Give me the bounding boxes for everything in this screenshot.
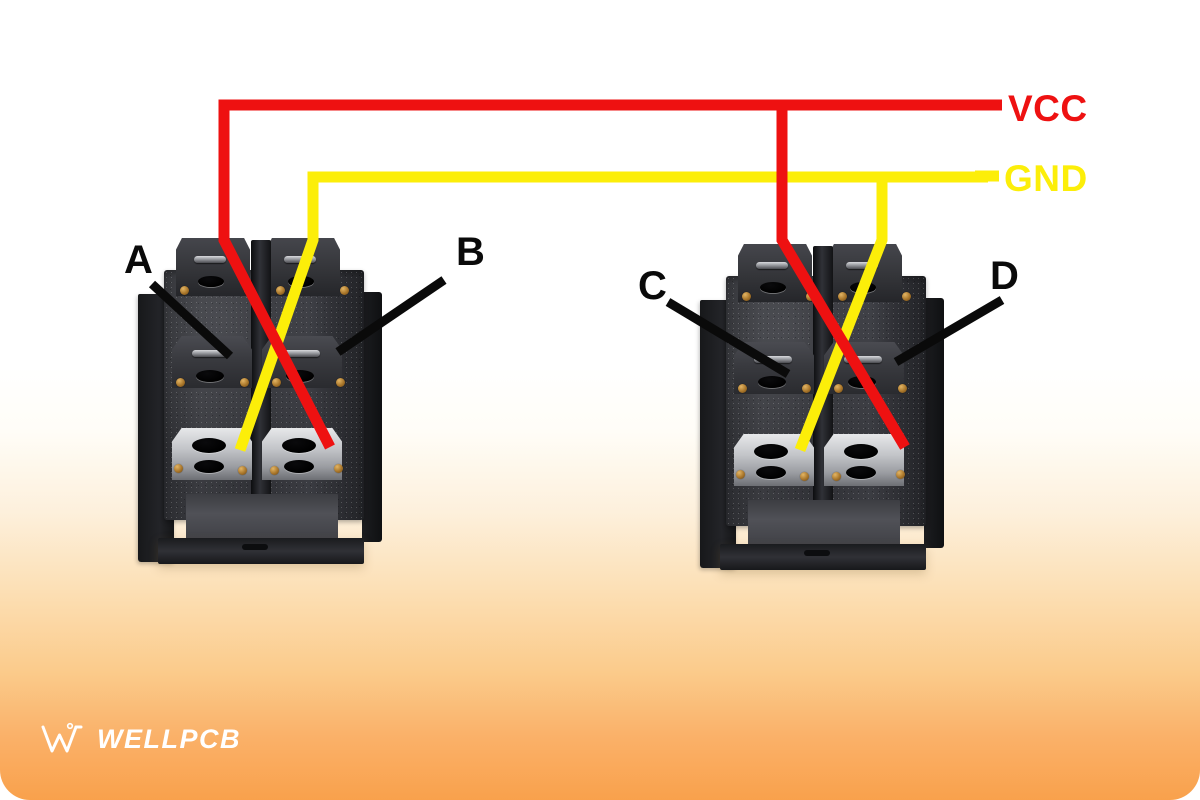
terminal-rivet (240, 378, 249, 387)
terminal-rivet (176, 378, 185, 387)
switch-base-flange (158, 538, 364, 564)
terminal-rivet (340, 286, 349, 295)
switch-base-notch (242, 544, 268, 550)
terminal-rivet (238, 466, 247, 475)
terminal-hole (758, 376, 786, 388)
terminal-hole (196, 370, 224, 382)
callout-line-c (665, 298, 791, 378)
terminal-rivet (272, 378, 281, 387)
terminal-rivet (336, 378, 345, 387)
wellpcb-logo: WELLPCB (40, 722, 241, 756)
terminal-hole (284, 460, 314, 473)
wellpcb-w-mark (41, 722, 83, 753)
terminal-rivet (270, 466, 279, 475)
callout-label-c: C (638, 264, 667, 308)
rail-label-vcc: VCC (1008, 88, 1088, 129)
switch-base-notch (804, 550, 830, 556)
terminal-slot (756, 262, 788, 269)
terminal-rivet (738, 384, 747, 393)
rocker-switch-right (700, 238, 944, 586)
callout-line-d (893, 296, 1005, 366)
terminal-slot (754, 356, 792, 363)
terminal-hole (194, 460, 224, 473)
terminal-hole (198, 276, 224, 287)
terminal-hole (844, 444, 878, 459)
terminal-rivet (802, 384, 811, 393)
terminal-rivet (742, 292, 751, 301)
terminal-rivet (834, 384, 843, 393)
callout-label-a: A (124, 238, 153, 282)
wire-vcc-branch-right (776, 105, 910, 450)
terminal-rivet (832, 472, 841, 481)
terminal-hole (760, 282, 786, 293)
callout-label-b: B (456, 230, 485, 274)
terminal-rivet (174, 464, 183, 473)
terminal-rivet (276, 286, 285, 295)
terminal-hole (754, 444, 788, 459)
rail-label-gnd: GND (1004, 158, 1088, 199)
terminal-rivet (180, 286, 189, 295)
switch-side-panel-right (362, 292, 382, 542)
terminal-hole (846, 466, 876, 479)
wire-vcc-bus (218, 99, 990, 450)
terminal-rivet (334, 464, 343, 473)
terminal-slot (284, 256, 316, 263)
terminal-rivet (896, 470, 905, 479)
terminal-rivet (902, 292, 911, 301)
terminal-slot (192, 350, 230, 357)
callout-label-d: D (990, 254, 1019, 298)
rocker-switch-left (138, 232, 382, 580)
terminal-rivet (838, 292, 847, 301)
terminal-hole (192, 438, 226, 453)
terminal-rivet (736, 470, 745, 479)
callout-line-a (148, 280, 234, 360)
terminal-hole (282, 438, 316, 453)
terminal-slot (282, 350, 320, 357)
terminal-slot (844, 356, 882, 363)
terminal-slot (846, 262, 878, 269)
terminal-slot (194, 256, 226, 263)
terminal-rivet (800, 472, 809, 481)
wellpcb-wordmark: WELLPCB (97, 723, 241, 754)
switch-base-flange (720, 544, 926, 570)
callout-line-b (335, 276, 447, 356)
terminal-rivet (898, 384, 907, 393)
terminal-hole (756, 466, 786, 479)
switch-side-panel-right (924, 298, 944, 548)
wire-gnd-branch-right (794, 177, 888, 453)
